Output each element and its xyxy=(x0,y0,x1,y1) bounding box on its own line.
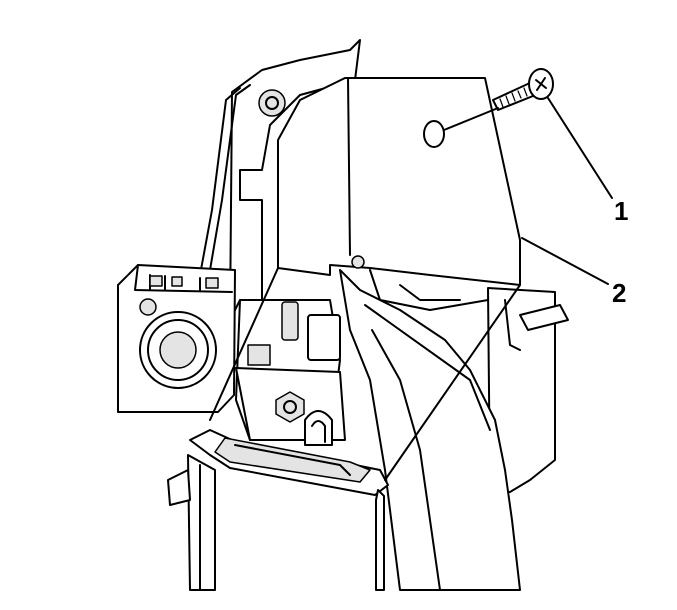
lower-trim xyxy=(167,429,389,591)
callout-2: 2 xyxy=(612,278,626,308)
trim-panel xyxy=(277,77,521,286)
mounting-bracket xyxy=(369,269,569,493)
leader-lines xyxy=(443,97,613,285)
guide-lines xyxy=(209,267,521,481)
connector-block xyxy=(117,264,236,413)
screw xyxy=(492,68,554,111)
callout-1: 1 xyxy=(614,196,628,226)
inner-cavity xyxy=(235,299,346,446)
lower-body xyxy=(339,269,521,591)
